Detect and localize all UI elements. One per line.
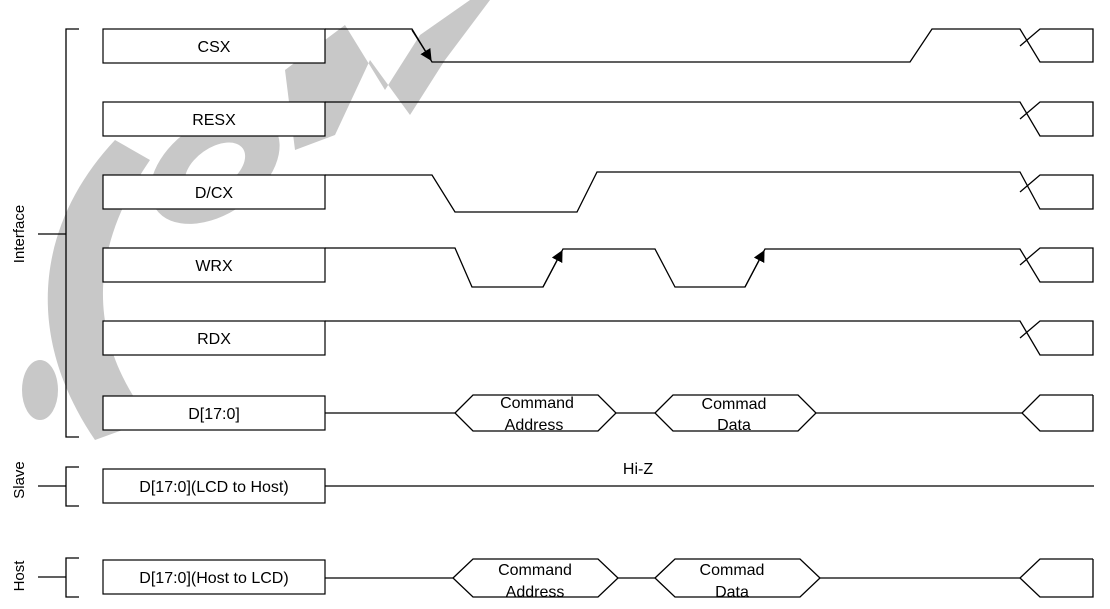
arrow-icon [411, 29, 432, 61]
group-label-slave: Slave [11, 461, 28, 499]
waveform-wrx [325, 247, 1094, 288]
bus-label-host-command-address-2: Address [506, 584, 565, 601]
signal-label-rdx: RDX [197, 331, 231, 348]
group-label-host: Host [11, 560, 28, 592]
waveform-dcx [325, 171, 1094, 213]
signal-box-resx [102, 101, 326, 137]
bus-label-host-command-data-1: Commad [700, 562, 765, 579]
interface-bracket [38, 28, 79, 438]
group-label-interface: Interface [11, 205, 28, 263]
bus-host-to-lcd [325, 558, 1094, 598]
signal-box-dcx [102, 174, 326, 210]
signal-box-wrx [102, 247, 326, 283]
bus-label-command-address-1: Command [500, 395, 574, 412]
bus-label-command-address-2: Address [505, 417, 564, 434]
arrow-icon [744, 249, 765, 288]
signal-box-host-to-lcd [102, 559, 326, 595]
signal-label-dcx: D/CX [195, 185, 234, 202]
bus-label-command-data-1: Commad [702, 396, 767, 413]
slave-bracket [38, 466, 79, 507]
signal-box-lcd-to-host [102, 468, 326, 504]
signal-label-csx: CSX [198, 39, 231, 56]
bus-label-host-command-address-1: Command [498, 562, 572, 579]
bus-label-command-data-2: Data [717, 417, 751, 434]
hi-z-label: Hi-Z [623, 461, 653, 478]
signal-label-lcd-to-host: D[17:0](LCD to Host) [139, 479, 288, 496]
waveform-rdx [325, 320, 1094, 356]
watermark [22, 0, 490, 440]
waveform-resx [325, 101, 1094, 137]
signal-box-csx [102, 28, 326, 64]
host-bracket [38, 557, 79, 598]
signal-box-rdx [102, 320, 326, 356]
signal-label-wrx: WRX [195, 258, 233, 275]
signal-label-resx: RESX [192, 112, 236, 129]
arrow-icon [542, 249, 563, 288]
signal-label-host-to-lcd: D[17:0](Host to LCD) [139, 570, 288, 587]
bus-label-host-command-data-2: Data [715, 584, 749, 601]
bus-data [325, 394, 1094, 432]
waveform-csx [325, 28, 1094, 63]
signal-label-data: D[17:0] [188, 406, 240, 423]
